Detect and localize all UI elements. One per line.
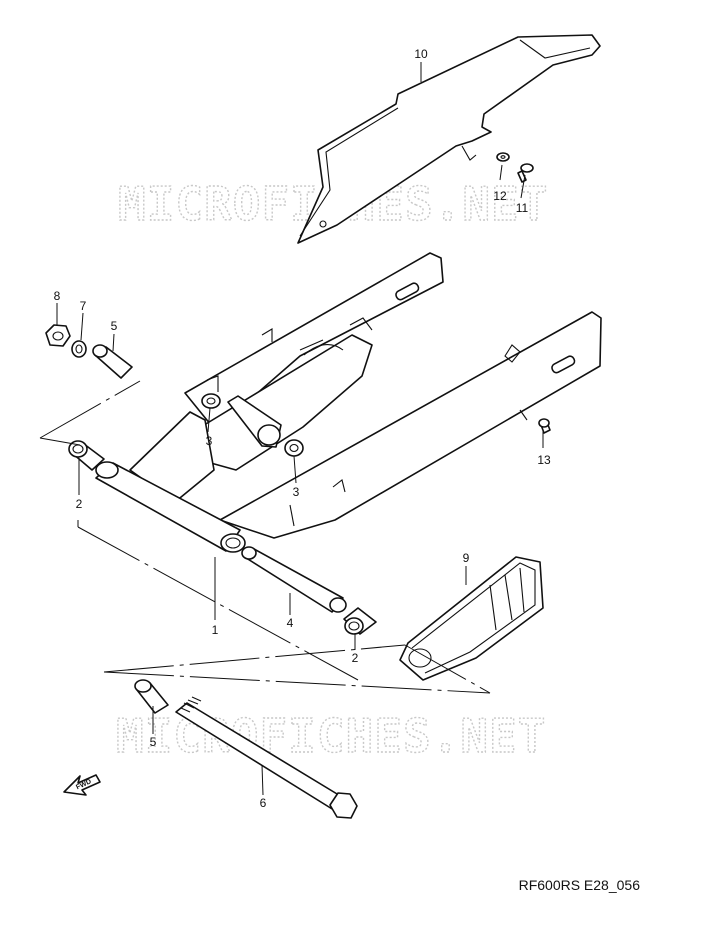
callout-3-lower: 3 [293,485,300,499]
callout-2-right: 2 [352,651,359,665]
bearing-upper-part [201,393,221,409]
callout-9: 9 [463,551,470,565]
spacer-tube-part [241,546,347,613]
callout-5-upper: 5 [111,319,118,333]
pivot-bolt-part [175,696,358,819]
callout-2-left: 2 [76,497,83,511]
callout-3-upper: 3 [206,434,213,448]
spacer-lower-part [134,679,169,714]
callout-7: 7 [80,299,87,313]
washer-part [496,152,510,162]
callout-4: 4 [287,616,294,630]
bearing-right-part [343,607,377,635]
forward-arrow-icon: FWD [63,774,101,796]
swingarm-part [95,252,602,553]
callout-labels: 10 12 11 8 7 5 3 3 2 1 4 2 9 13 5 6 [54,47,551,810]
callout-1: 1 [212,623,219,637]
callout-10: 10 [414,47,428,61]
callout-5-lower: 5 [150,735,157,749]
callout-6: 6 [260,796,267,810]
bearing-lower-part [284,439,304,457]
chain-guide-part [399,556,544,681]
bolt-13-part [538,418,551,434]
watermark-bottom: MICROFICHES.NET [116,709,546,763]
nut-part [45,324,71,347]
figure-code: RF600RS E28_056 [519,877,641,893]
bearing-left-part [68,440,105,471]
callout-8: 8 [54,289,61,303]
washer-7-part [71,340,87,358]
chain-case-part [297,34,601,244]
callout-11: 11 [516,201,529,215]
leader-lines [56,62,544,796]
callout-12: 12 [493,189,507,203]
spacer-upper-part [92,344,133,379]
callout-13: 13 [537,453,551,467]
